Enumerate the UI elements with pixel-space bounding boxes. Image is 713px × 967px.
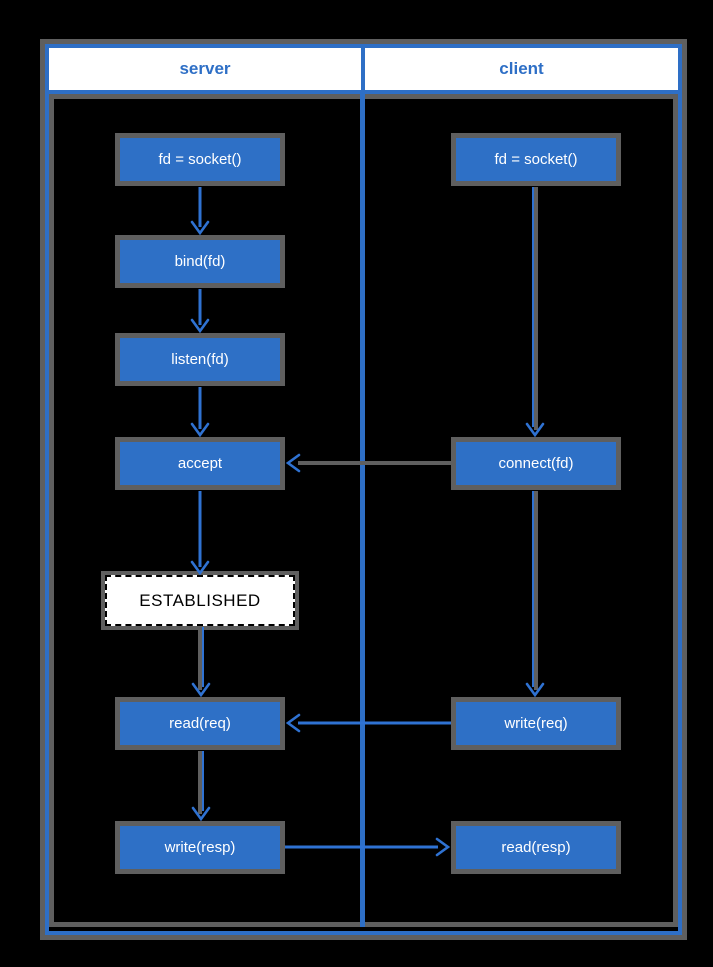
node-server-socket: fd = socket(): [115, 133, 285, 186]
node-bind: bind(fd): [115, 235, 285, 288]
node-write-req: write(req): [451, 697, 621, 750]
node-label: accept: [177, 455, 223, 472]
node-label: read(req): [169, 715, 231, 732]
node-label: listen(fd): [171, 351, 229, 368]
node-label: read(resp): [501, 839, 571, 856]
column-divider-body: [360, 94, 365, 927]
node-accept: accept: [115, 437, 285, 490]
node-label: fd = socket(): [158, 151, 242, 168]
node-established: ESTABLISHED: [105, 575, 295, 626]
table-body: [49, 94, 678, 927]
header-cell-server: server: [49, 48, 361, 90]
node-label: ESTABLISHED: [139, 590, 261, 610]
server-column-title: server: [179, 59, 231, 78]
column-divider-header: [361, 48, 365, 90]
node-listen: listen(fd): [115, 333, 285, 386]
node-label: connect(fd): [498, 455, 574, 472]
node-read-resp: read(resp): [451, 821, 621, 874]
client-column-title: client: [499, 59, 544, 78]
node-label: write(req): [504, 715, 568, 732]
node-read-req: read(req): [115, 697, 285, 750]
node-label: fd = socket(): [494, 151, 578, 168]
node-label: write(resp): [164, 839, 236, 856]
node-client-socket: fd = socket(): [451, 133, 621, 186]
node-label: bind(fd): [174, 253, 226, 270]
node-write-resp: write(resp): [115, 821, 285, 874]
node-connect: connect(fd): [451, 437, 621, 490]
table-header: server client: [49, 48, 678, 94]
header-cell-client: client: [365, 48, 678, 90]
